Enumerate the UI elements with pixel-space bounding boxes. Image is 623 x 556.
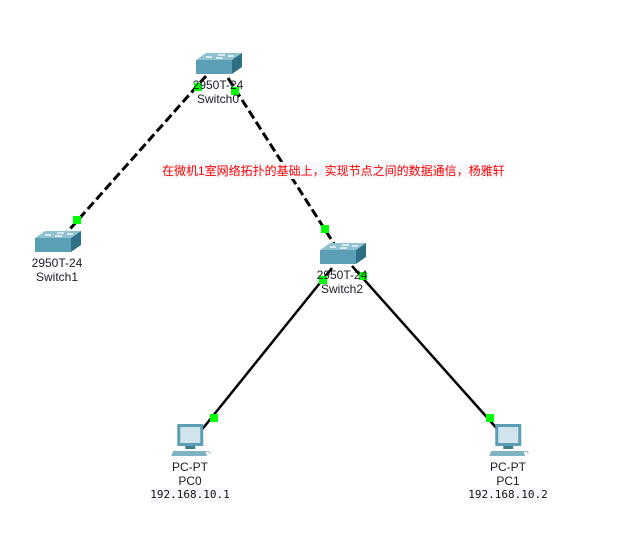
link-switch0-switch1[interactable] xyxy=(60,75,208,239)
port-indicator xyxy=(73,216,81,224)
device-name: PC1 xyxy=(496,474,520,488)
device-model: 2950T-24 xyxy=(192,78,244,92)
device-name: Switch0 xyxy=(196,92,240,106)
device-ip: 192.168.10.1 xyxy=(150,488,230,502)
device-model: 2950T-24 xyxy=(316,268,368,282)
device-model: PC-PT xyxy=(489,460,526,474)
port-indicator xyxy=(321,225,329,233)
device-switch1[interactable]: 2950T-24 Switch1 xyxy=(31,230,83,284)
pc-icon xyxy=(488,424,529,456)
device-switch0[interactable]: 2950T-24 Switch0 xyxy=(192,52,244,106)
annotation-note: 在微机1室网络拓扑的基础上，实现节点之间的数据通信，杨雅轩 xyxy=(162,162,505,179)
switch-icon xyxy=(196,53,242,74)
device-pc0[interactable]: PC-PT PC0 192.168.10.1 xyxy=(150,422,230,502)
port-indicator xyxy=(486,414,494,422)
port-indicator xyxy=(231,87,239,95)
link-switch0-switch2[interactable] xyxy=(226,77,340,251)
device-name: Switch1 xyxy=(35,270,79,284)
port-indicator xyxy=(359,272,367,280)
port-indicator xyxy=(194,83,202,91)
pc-icon xyxy=(170,424,211,456)
device-name: PC0 xyxy=(178,474,202,488)
link-switch2-pc0[interactable] xyxy=(199,267,333,433)
device-ip: 192.168.10.2 xyxy=(468,488,548,502)
device-pc1[interactable]: PC-PT PC1 192.168.10.2 xyxy=(468,422,548,502)
device-model: PC-PT xyxy=(171,460,208,474)
device-switch2[interactable]: 2950T-24 Switch2 xyxy=(316,242,368,296)
device-model: 2950T-24 xyxy=(31,256,83,270)
switch-icon xyxy=(35,231,81,252)
device-name: Switch2 xyxy=(320,282,364,296)
port-indicator xyxy=(210,414,218,422)
link-switch2-pc1[interactable] xyxy=(351,265,501,433)
port-indicator xyxy=(319,276,327,284)
switch-icon xyxy=(320,243,366,264)
